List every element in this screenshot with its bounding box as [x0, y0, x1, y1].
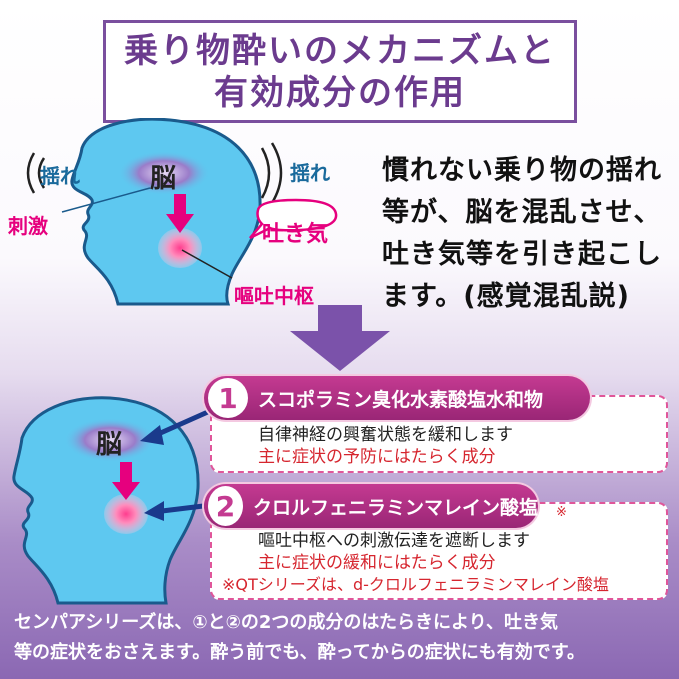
brain-to-center-arrow-head-2 — [112, 482, 140, 500]
nausea-label: 吐き気 — [262, 222, 329, 247]
footer: センパアシリーズは、①と②の2つの成分のはたらきにより、吐き気 等の症状をおさえ… — [14, 608, 674, 668]
nausea-bubble — [249, 198, 338, 240]
ingredient-2-mark: ※ — [556, 505, 567, 520]
brain-to-center-arrow-shaft-2 — [120, 462, 132, 484]
shake-right-label: 揺れ — [290, 161, 330, 185]
stimulus-label: 刺激 — [8, 214, 48, 238]
vomit-center-line — [181, 249, 233, 279]
ingredient-1-role: 主に症状の予防にはたらく成分 — [258, 447, 496, 467]
brain-glow — [118, 151, 210, 195]
top-head-diagram — [26, 118, 338, 306]
bottom-head-diagram — [12, 396, 200, 605]
footer-line-2: 等の症状をおさえます。酔う前でも、酔ってからの症状にも有効です。 — [14, 642, 585, 663]
description-line-2: 等が、脳を混乱させ、 — [382, 197, 662, 228]
shake-wave-left — [26, 152, 46, 194]
title-box: 乗り物酔いのメカニズムと 有効成分の作用 — [103, 20, 577, 123]
head-silhouette-2 — [12, 396, 200, 605]
ingredient-1-pill: 1 スコポラミン臭化水素酸塩水和物 — [204, 376, 590, 420]
ingredient-1-name: スコポラミン臭化水素酸塩水和物 — [258, 388, 544, 411]
brain-to-center-arrow-shaft — [174, 194, 186, 216]
title-line-2: 有効成分の作用 — [214, 72, 466, 113]
description: 慣れない乗り物の揺れ 等が、脳を混乱させ、 吐き気等を引き起こし ます。(感覚混… — [382, 150, 672, 318]
ingredient-2-pill: 2 クロルフェニラミンマレイン酸塩 — [204, 484, 538, 528]
ingredient-1-number: 1 — [208, 378, 248, 418]
head-silhouette — [70, 118, 262, 306]
shake-left-label: 揺れ — [40, 164, 80, 188]
ingredient-2-effect: 嘔吐中枢への刺激伝達を遮断します — [258, 531, 530, 551]
description-line-4: ます。(感覚混乱説) — [382, 281, 630, 312]
stimulus-line — [61, 187, 151, 213]
description-line-1: 慣れない乗り物の揺れ — [382, 155, 662, 186]
vomit-center-glow-2 — [104, 494, 148, 534]
brain-to-center-arrow-head — [166, 214, 194, 233]
brain-glow-2 — [64, 418, 156, 462]
vomit-center-label: 嘔吐中枢 — [234, 284, 314, 308]
footer-line-1: センパアシリーズは、①と②の2つの成分のはたらきにより、吐き気 — [14, 612, 558, 633]
top-brain-label: 脳 — [150, 164, 177, 194]
ingredient-2-name: クロルフェニラミンマレイン酸塩 — [252, 496, 538, 519]
ingredient-2-role: 主に症状の緩和にはたらく成分 — [258, 553, 496, 573]
bottom-brain-label: 脳 — [96, 430, 123, 460]
ingredient-2-note: ※QTシリーズは、d-クロルフェニラミンマレイン酸塩 — [222, 575, 609, 594]
ingredient-1-effect: 自律神経の興奮状態を緩和します — [258, 425, 513, 445]
ingredient-2-number: 2 — [208, 486, 243, 526]
description-line-3: 吐き気等を引き起こし — [382, 239, 662, 270]
title-line-1: 乗り物酔いのメカニズムと — [124, 30, 556, 71]
shake-wave-right — [260, 142, 283, 204]
vomit-center-glow — [158, 228, 202, 268]
flow-down-arrow — [290, 305, 390, 371]
